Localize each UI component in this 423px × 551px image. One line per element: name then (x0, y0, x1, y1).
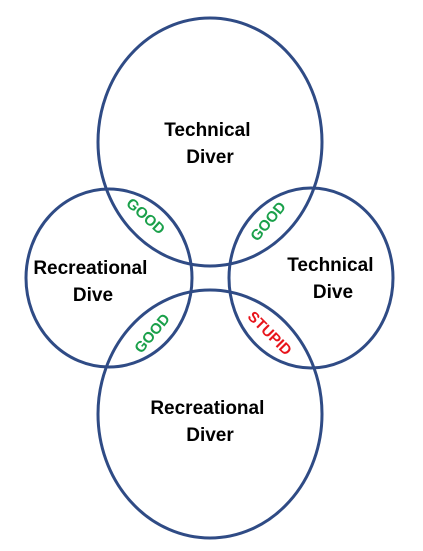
overlap-tag-tech-diver-tech-dive: GOOD (247, 199, 290, 245)
circle-recreational-dive (24, 187, 194, 369)
label-recreational-dive: Recreational Dive (33, 258, 152, 306)
overlap-tag-tech-dive-rec-diver: STUPID (244, 308, 295, 359)
label-technical-dive: Technical Dive (287, 255, 379, 303)
label-technical-diver-line2: Diver (186, 147, 234, 168)
label-technical-dive-line2: Dive (313, 282, 353, 303)
circle-recreational-diver (96, 288, 324, 540)
label-recreational-dive-line2: Dive (73, 285, 113, 306)
circle-technical-dive (227, 186, 395, 370)
overlap-tag-tech-diver-rec-dive: GOOD (123, 195, 169, 238)
label-technical-diver: Technical Diver (164, 120, 256, 168)
label-recreational-diver-line2: Diver (186, 425, 234, 446)
label-recreational-diver: Recreational Diver (150, 398, 269, 446)
label-recreational-diver-line1: Recreational (150, 398, 264, 419)
label-technical-diver-line1: Technical (164, 120, 250, 141)
circle-technical-diver (96, 16, 324, 268)
label-technical-dive-line1: Technical (287, 255, 373, 276)
label-recreational-dive-line1: Recreational (33, 258, 147, 279)
